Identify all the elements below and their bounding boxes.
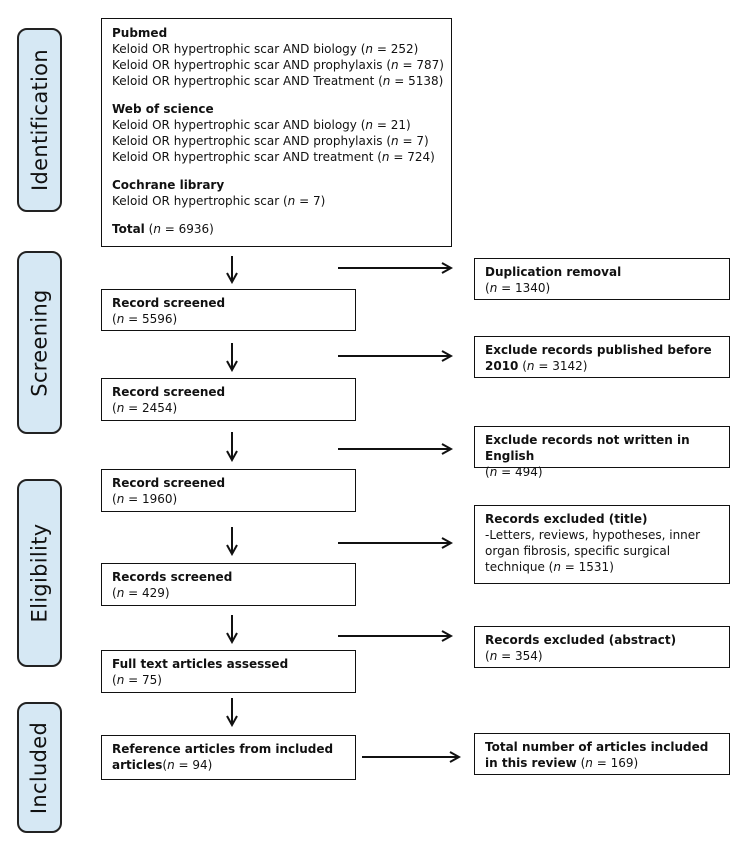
box-title: Records excluded (abstract) (485, 633, 677, 647)
identification-box: Pubmed Keloid OR hypertrophic scar AND b… (101, 18, 452, 247)
box-title-cont: 2010 (485, 359, 519, 373)
phase-screening: Screening (17, 251, 62, 434)
records-excluded-title-box: Records excluded (title) -Letters, revie… (474, 505, 730, 584)
exclude-before-2010-box: Exclude records published before 2010 (n… (474, 336, 730, 378)
box-title: Full text articles assessed (112, 657, 289, 671)
box-count: (n = 1340) (485, 281, 551, 295)
records-screened-box-4: Records screened (n = 429) (101, 563, 356, 606)
box-title: Records screened (112, 570, 233, 584)
box-title: Duplication removal (485, 265, 622, 279)
box-count: (n = 94) (162, 758, 213, 772)
total-line: Total (n = 6936) (112, 221, 441, 237)
record-screened-box-3: Record screened (n = 1960) (101, 469, 356, 512)
box-title-cont: articles(n = 94) (112, 758, 213, 772)
phase-included: Included (17, 702, 62, 833)
total-included-box: Total number of articles included in thi… (474, 733, 730, 775)
full-text-assessed-box: Full text articles assessed (n = 75) (101, 650, 356, 693)
box-count: (n = 494) (485, 465, 543, 479)
records-excluded-abstract-box: Records excluded (abstract) (n = 354) (474, 626, 730, 668)
search-line: Keloid OR hypertrophic scar AND Treatmen… (112, 74, 444, 88)
box-count: (n = 169) (580, 756, 639, 770)
phase-eligibility: Eligibility (17, 479, 62, 667)
source-heading-cochrane: Cochrane library (112, 178, 225, 192)
search-line: Keloid OR hypertrophic scar AND treatmen… (112, 150, 435, 164)
box-count: (n = 5596) (112, 312, 178, 326)
box-title: Record screened (112, 296, 226, 310)
record-screened-box-1: Record screened (n = 5596) (101, 289, 356, 331)
box-title: Total number of articles included (485, 740, 709, 754)
box-title: Record screened (112, 385, 226, 399)
source-heading-web-of-science: Web of science (112, 102, 214, 116)
box-desc: technique (485, 560, 545, 574)
box-count: (n = 3142) (522, 359, 588, 373)
box-count: (n = 1960) (112, 492, 178, 506)
box-title: Records excluded (title) (485, 512, 648, 526)
box-title: Exclude records not written in English (485, 433, 690, 463)
total-label: Total (112, 222, 145, 236)
exclude-non-english-box: Exclude records not written in English (… (474, 426, 730, 479)
phase-identification: Identification (17, 28, 62, 212)
box-count: (n = 1531) (548, 560, 614, 574)
record-screened-box-2: Record screened (n = 2454) (101, 378, 356, 421)
box-title: Reference articles from included (112, 742, 334, 756)
box-desc: organ fibrosis, specific surgical (485, 544, 671, 558)
search-line: Keloid OR hypertrophic scar AND biology … (112, 42, 419, 56)
box-desc: -Letters, reviews, hypotheses, inner (485, 528, 701, 542)
reference-articles-box: Reference articles from included article… (101, 735, 356, 780)
search-line: Keloid OR hypertrophic scar AND prophyla… (112, 58, 444, 72)
box-count: (n = 2454) (112, 401, 178, 415)
box-count: (n = 75) (112, 673, 162, 687)
source-heading-pubmed: Pubmed (112, 26, 168, 40)
box-title: Exclude records published before (485, 343, 712, 357)
box-count: (n = 429) (112, 586, 170, 600)
search-line: Keloid OR hypertrophic scar (n = 7) (112, 194, 326, 208)
total-count: (n = 6936) (148, 222, 214, 236)
box-count: (n = 354) (485, 649, 543, 663)
box-title: Record screened (112, 476, 226, 490)
duplication-removal-box: Duplication removal (n = 1340) (474, 258, 730, 300)
box-title-cont: in this review (485, 756, 577, 770)
search-line: Keloid OR hypertrophic scar AND biology … (112, 118, 411, 132)
search-line: Keloid OR hypertrophic scar AND prophyla… (112, 134, 429, 148)
